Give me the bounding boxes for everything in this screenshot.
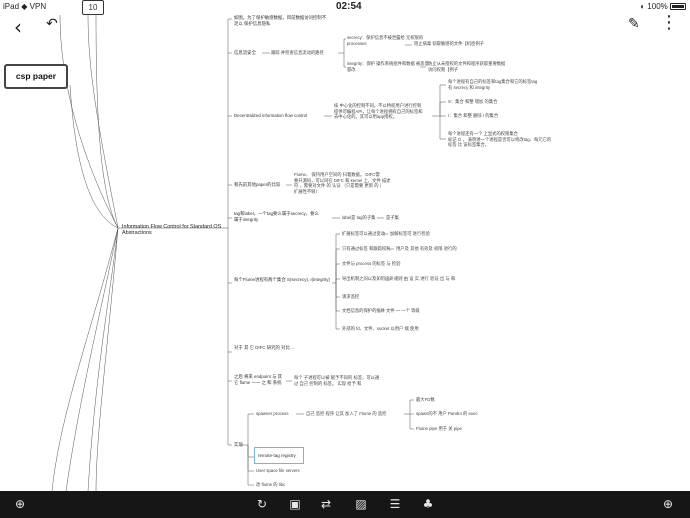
difc-c[interactable]: I：集合 和整 删除 I 的集合 — [448, 113, 499, 118]
root-node[interactable]: Information Flow Control for Standard OS… — [122, 224, 222, 237]
insert-icon[interactable]: ⇄ — [320, 497, 332, 511]
privacy-security-node[interactable]: 信息流安全 — [234, 50, 256, 55]
difc-d[interactable]: 每个进程还有一个 上显式的权限集合 标记 O ， 表明进一个进程是否可以修改ta… — [448, 131, 552, 148]
libc-node[interactable]: 改 flume 的 libc — [256, 482, 286, 487]
spawner-note[interactable]: 自己 监控 程序 让其 加入了 Flume 的 监控 — [306, 411, 387, 416]
note-icon[interactable]: ☰ — [389, 497, 401, 511]
status-right: ◐ 100% — [640, 2, 686, 11]
flume-item-1-note[interactable]: 加解标签可 进行检验 — [390, 231, 430, 236]
image-icon[interactable]: ▨ — [355, 497, 367, 511]
lasso-icon[interactable]: ↻ — [256, 497, 268, 511]
text-box-icon[interactable]: ▣ — [289, 497, 301, 511]
remote-tag-node[interactable]: remote-tag registry — [254, 447, 304, 464]
spawner-a[interactable]: 最大FD数 — [416, 397, 435, 402]
compare-detail[interactable]: Flume、 保持用户空间的 扫着数据。 DIFC需 要开源码，可以同在 DIF… — [294, 172, 391, 194]
flume-item-1[interactable]: 扩展标签可以通过变动 — [342, 231, 385, 236]
difc-node[interactable]: Decentralized information flow control — [234, 113, 308, 118]
vpn-label: VPN — [29, 2, 47, 11]
doc-title-box[interactable]: csp paper — [4, 64, 68, 89]
spawner-b[interactable]: spawn的不 用户 Pandro 的 exec — [416, 411, 478, 416]
integrity-node[interactable]: integrity：保护 操作系统组件和数据 被恶意 篡改 — [347, 61, 429, 72]
flume-item-7[interactable]: 外部的 fd、文件、socket 以用户 端 使用 — [342, 326, 419, 331]
tag-label-note2[interactable]: 是子集 — [386, 215, 399, 220]
flume-item-5[interactable]: 请求监控 — [342, 294, 360, 299]
flume-sets-node[interactable]: 每个Flume进程有两个集合 S(secrecy), I(integrity) — [234, 277, 330, 282]
tag-label-note[interactable]: label是 tag的子集 — [342, 215, 376, 220]
tag-label-node[interactable]: tag和label，一个tag要么属于secrecy，要么 属于integrit… — [234, 211, 319, 222]
flume-item-3[interactable]: 文件与 process 的标签 与 检验 — [342, 261, 401, 266]
user-space-node[interactable]: User space file servers — [256, 468, 300, 473]
flume-item-2-note[interactable]: 用户及 其他 有效及 权限 进行的 — [396, 246, 457, 251]
battery-icon — [670, 3, 686, 11]
mic-icon[interactable]: ♣ — [422, 497, 434, 511]
connector-lines — [51, 15, 446, 491]
device-label: iPad — [3, 2, 20, 11]
highlighter-icon[interactable]: ✎ — [628, 16, 640, 32]
spawner-c[interactable]: Flume pipe 用于 关 pipe — [416, 426, 462, 431]
status-left: iPad ◆ VPN — [3, 2, 46, 11]
compare-node[interactable]: 和先前其他paper的比较 — [234, 182, 281, 187]
flume-item-4[interactable]: 导出机制之间以及如何出外 — [342, 276, 394, 281]
secrecy-note[interactable]: 阻止病毒 窃取敏感的文件【机密例子 — [414, 41, 484, 46]
mindmap-canvas[interactable]: Information Flow Control for Standard OS… — [0, 15, 690, 491]
wifi-icon: ◆ — [21, 2, 28, 11]
flume-item-6[interactable]: 文档信息的保护的组件 — [342, 308, 385, 313]
privacy-security-note[interactable]: 跟踪 并检查信息流动的路径 — [271, 50, 324, 55]
nested-note[interactable]: 每个 子进程可以被 赋予不同的 标签，可以通 过 自己 控制的 标签。 实现 给… — [294, 375, 380, 386]
difc-b[interactable]: S：集合 和整 增加 的集合 — [448, 99, 498, 104]
flume-item-2[interactable]: 只有通过标签 和跟踪权利 — [342, 246, 391, 251]
bottom-a-node[interactable]: 对于 其 它 DIFC 研究的 对比… — [234, 345, 295, 350]
bottom-b-node[interactable]: 之后 将来 endpoint 与 其它 flume 一一 之 和 系统 — [234, 374, 283, 385]
flume-item-6-note[interactable]: 文件 一 一个 等级 — [386, 308, 420, 313]
impl-node[interactable]: 实现 — [234, 442, 243, 447]
lock-icon: ◐ — [640, 2, 646, 11]
page-count[interactable]: 10 — [82, 0, 104, 15]
secrecy-node[interactable]: secrecy：保护信息不被泄露给 无权限的 processes — [347, 35, 424, 46]
more-icon[interactable]: ⋮ — [660, 12, 678, 33]
difc-detail[interactable]: 核 中心化的控制不同。不以特权用户进行控制 提供可编程API，让每个进程拥有自己… — [334, 103, 423, 120]
undo-icon[interactable]: ↶ — [46, 16, 58, 32]
intro-node[interactable]: 如图。为了保护敏感数据，目前数据访问控制不 足以 保护信息隐私 — [234, 15, 327, 26]
difc-a[interactable]: 每个进程有自己的标签和tag集合和它的标签tag 有 secrecy 和 int… — [448, 79, 538, 90]
clock: 02:54 — [336, 1, 362, 12]
bottom-toolbar: ⊕ ↻ ▣ ⇄ ▨ ☰ ♣ ⊕ — [0, 491, 690, 518]
add-page-icon[interactable]: ⊕ — [662, 497, 674, 511]
flume-item-4-note[interactable]: 规则 由 设 实 进行 验证 出 与 和 — [394, 276, 456, 281]
status-bar: iPad ◆ VPN 02:54 ◐ 100% — [0, 0, 690, 14]
integrity-note[interactable]: 防止从未授权的文件和程序获取重要数据 访问权限【例子 — [428, 61, 506, 72]
spawner-node[interactable]: spawner process — [256, 411, 289, 416]
back-icon[interactable]: ‹ — [14, 15, 22, 39]
battery-percent: 100% — [647, 2, 668, 11]
plus-circle-icon[interactable]: ⊕ — [14, 497, 26, 511]
